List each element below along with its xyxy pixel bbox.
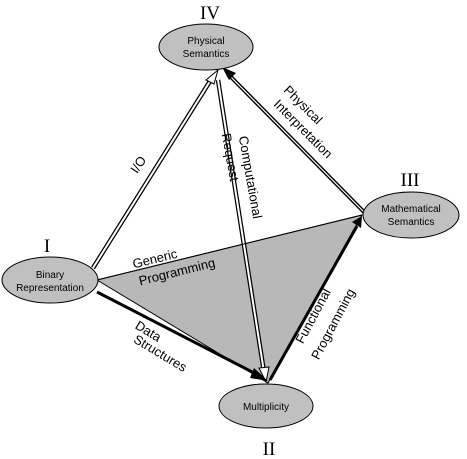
node-mathematical-semantics-line2: Semantics: [388, 217, 435, 228]
node-binary-representation-line1: Binary: [36, 270, 64, 281]
edge-data-structures: [96, 290, 268, 381]
label-structures: Structures: [131, 331, 190, 375]
edge-computational-request: [215, 79, 270, 384]
node-multiplicity: Multiplicity II: [218, 383, 314, 459]
numeral-i: I: [44, 236, 50, 257]
label-io: I/O: [127, 153, 149, 176]
node-physical-semantics-line2: Semantics: [183, 49, 230, 60]
edge-io: [91, 68, 219, 270]
numeral-ii: II: [263, 439, 276, 459]
node-mathematical-semantics: Mathematical Semantics III: [362, 170, 460, 239]
node-physical-semantics-line1: Physical: [187, 36, 224, 47]
node-binary-representation: Binary Representation I: [1, 236, 99, 304]
edge-generic-programming: [96, 214, 363, 281]
numeral-iv: IV: [200, 3, 220, 24]
node-binary-representation-line2: Representation: [16, 283, 84, 294]
node-physical-semantics: Physical Semantics IV: [158, 3, 254, 71]
node-multiplicity-label: Multiplicity: [243, 402, 289, 413]
edge-physical-interpretation: [222, 67, 366, 214]
numeral-iii: III: [401, 170, 420, 191]
node-mathematical-semantics-line1: Mathematical: [381, 204, 440, 215]
edge-functional-programming: [268, 216, 362, 381]
